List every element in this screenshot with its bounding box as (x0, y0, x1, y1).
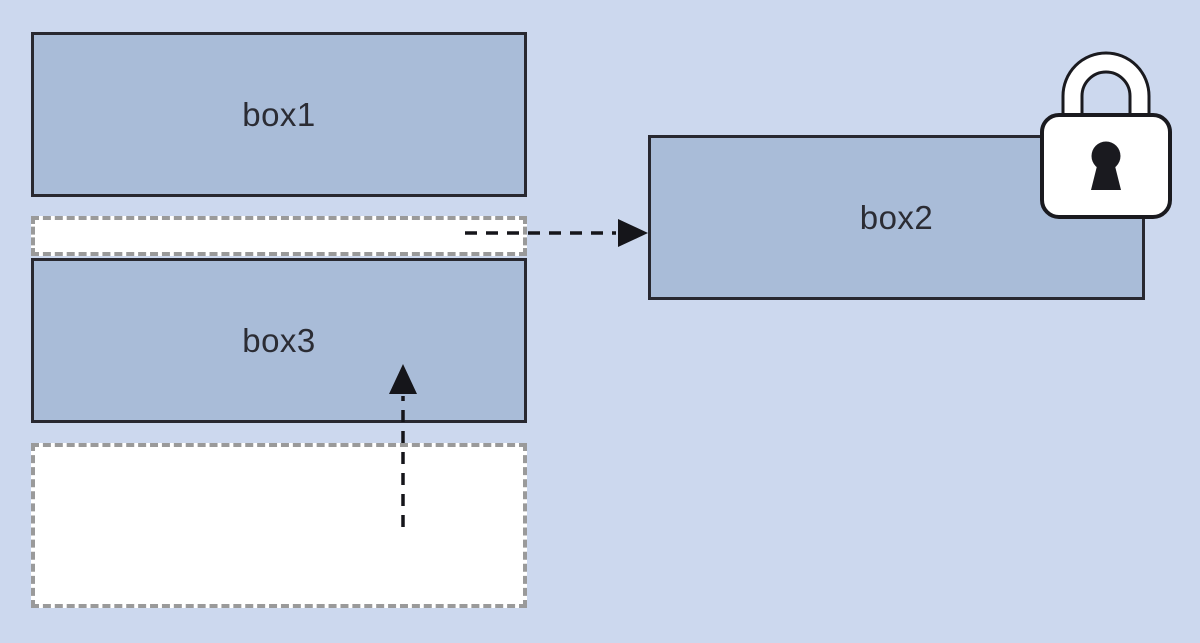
gap-placeholder (31, 216, 527, 256)
lock-shackle (1061, 51, 1151, 120)
box1-node: box1 (31, 32, 527, 197)
box1-label: box1 (242, 95, 316, 133)
box3-node: box3 (31, 258, 527, 423)
box2-node: box2 (648, 135, 1145, 300)
empty-slot-placeholder (31, 443, 527, 608)
box2-label: box2 (859, 198, 934, 236)
box3-label: box3 (242, 321, 316, 359)
